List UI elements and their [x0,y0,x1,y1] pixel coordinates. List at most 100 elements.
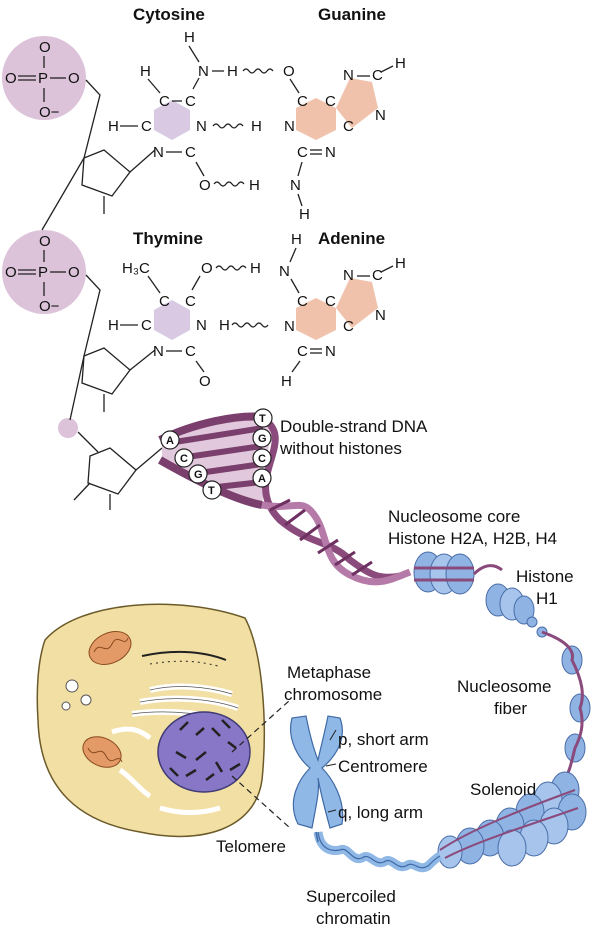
atom-n: N [375,307,386,324]
phosphate-p: P [38,70,48,87]
atom-c: C [325,293,336,310]
supercoiled-chromatin [313,831,443,873]
atom-c: C [185,293,196,310]
cell [36,603,265,838]
callout-lines [325,729,337,813]
label-centromere: Centromere [338,757,428,776]
hydrogen-bond [231,322,269,328]
adenine-title: Adenine [318,229,385,248]
phosphate-o-minus: O− [39,104,60,121]
atom-n: N [279,263,290,280]
atom-h: H [219,317,230,334]
atom-o: O [283,63,295,80]
atom-h: H [291,231,302,248]
atom-c: C [297,93,308,110]
atom-ch3: H₃C [122,260,150,277]
adenine-molecule: H N C C N C H N C H N C N H [219,231,406,390]
label-nucleosome-core-line2: Histone H2A, H2B, H4 [388,529,557,548]
label-nucleosome-fiber-line1: Nucleosome [457,677,552,696]
atom-c: C [159,293,170,310]
base-letter: C [180,453,188,465]
guanine-molecule: O C C N C H N C N C N N H [283,55,406,223]
atom-n: N [325,144,336,161]
atom-h: H [251,118,262,135]
hydrogen-bond [242,68,274,74]
atom-h: H [227,63,238,80]
atom-c: C [185,144,196,161]
atom-h: H [108,118,119,135]
thymine-molecule: H₃C C C O H H C N N C O [108,260,261,390]
cytosine-title: Cytosine [133,5,205,24]
atom-c: C [343,118,354,135]
label-nucleosome-fiber-line2: fiber [494,699,527,718]
atom-o: O [199,177,211,194]
base-letter: G [194,469,203,481]
atom-c: C [185,93,196,110]
atom-h: H [395,255,406,272]
phosphate-o-left: O [5,264,17,281]
atom-c: C [297,293,308,310]
atom-n: N [284,318,295,335]
hydrogen-bond [212,123,244,129]
atom-n: N [196,118,207,135]
base-letter: T [208,485,215,497]
thymine-title: Thymine [133,229,203,248]
atom-c: C [297,343,308,360]
adenine-ring-5 [336,278,378,328]
phosphate-group-1: O O P O O− [2,36,86,121]
atom-n: N [198,63,209,80]
atom-c: C [185,343,196,360]
label-telomere: Telomere [216,837,286,856]
atom-h: H [108,317,119,334]
atom-h: H [281,373,292,390]
phosphate-small-circle [58,418,78,438]
label-double-strand-line1: Double-strand DNA [280,417,428,436]
atom-h: H [140,63,151,80]
label-q-arm: q, long arm [338,803,423,822]
base-letter: T [259,413,266,425]
atom-h: H [299,206,310,223]
label-nucleosome-core-line1: Nucleosome core [388,507,520,526]
label-p-arm: p, short arm [338,730,429,749]
solenoid-coil [437,771,587,869]
atom-n: N [284,118,295,135]
phosphate-o-top: O [39,39,51,56]
phosphate-group-2: O O P O O− [2,230,86,315]
metaphase-chromosome [290,715,344,843]
atom-h: H [395,55,406,72]
phosphate-o-right: O [68,264,80,281]
atom-n: N [153,144,164,161]
label-double-strand-line2: without histones [279,439,402,458]
leader-lines [231,699,291,829]
label-metaphase-line2: chromosome [284,685,382,704]
phosphate-o-right: O [68,70,80,87]
phosphate-circle [2,230,86,314]
atom-h: H [250,260,261,277]
atom-c: C [141,317,152,334]
hydrogen-bond [213,181,245,187]
phosphate-o-left: O [5,70,17,87]
phosphate-p: P [38,264,48,281]
atom-h: H [184,29,195,46]
atom-n: N [343,67,354,84]
atom-n: N [290,177,301,194]
adenine-ring-6 [296,298,336,340]
cytosine-ring [154,100,190,140]
label-solenoid: Solenoid [470,780,536,799]
atom-o: O [201,260,213,277]
atom-c: C [372,267,383,284]
atom-c: C [297,144,308,161]
hydrogen-bond [215,265,247,271]
label-histone-h1-line2: H1 [536,589,558,608]
chromosomes-in-nucleus [169,719,241,781]
atom-o: O [199,373,211,390]
atom-n: N [196,317,207,334]
base-letter: A [166,435,174,447]
label-supercoiled-line1: Supercoiled [306,887,396,906]
guanine-ring-6 [296,98,336,140]
phosphate-o-minus: O− [39,298,60,315]
atom-c: C [343,318,354,335]
phosphate-o-top: O [39,233,51,250]
atom-n: N [375,107,386,124]
